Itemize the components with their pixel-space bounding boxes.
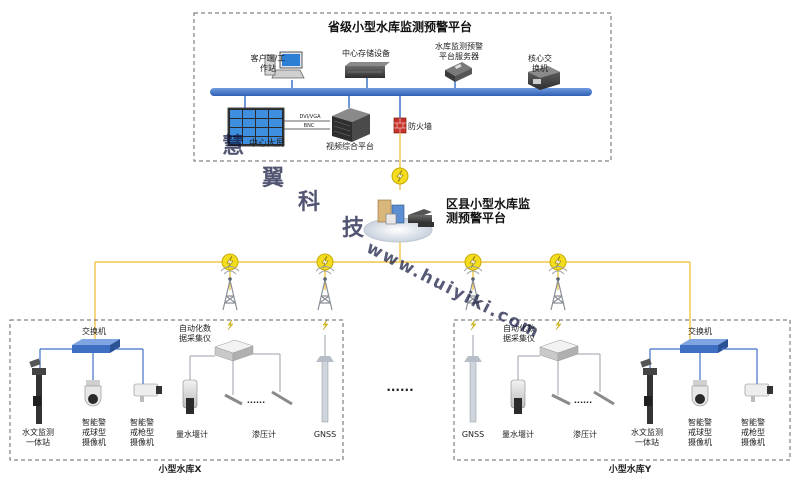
reservoir-y-switch-label: 交换机 — [688, 327, 712, 336]
watermark-char: 技 — [342, 215, 367, 241]
reservoir-x-name: 小型水库X — [158, 465, 202, 475]
reservoir-x-dome-camera-label: 智能警 戒球型 摄像机 — [82, 418, 106, 447]
reservoir-x-piezometer-label: 渗压计 — [252, 430, 276, 439]
video-platform-label: 视频综合平台 — [326, 142, 374, 151]
reservoir-y-bullet-camera-icon — [744, 383, 773, 402]
monitoring-server-icon — [445, 62, 472, 82]
reservoir-y-dome-camera-icon — [691, 380, 709, 407]
watermark-char: 慧 — [222, 133, 247, 159]
reservoir-x-hydrology-station-icon — [29, 358, 46, 424]
wireless-signal-icon — [555, 319, 562, 331]
lightning-icon — [549, 253, 567, 271]
reservoir-y-hydrology-station-icon — [640, 358, 657, 424]
reservoir-y-hydrology-label: 水文监测 一体站 — [631, 428, 663, 447]
lightning-icon — [464, 253, 482, 271]
reservoir-y-data-logger-icon — [539, 339, 579, 362]
reservoir-y-piezometer-icon — [551, 390, 615, 406]
core-switch-label: 核心交 换机 — [528, 54, 552, 73]
reservoir-x-data-logger-label: 自动化数 据采集仪 — [179, 324, 211, 343]
dvi-vga-label: DVI/VGA — [299, 114, 321, 120]
provincial-platform-boundary — [193, 12, 612, 162]
reservoir-y-weir-gauge-icon — [510, 379, 526, 414]
reservoir-y-sensor-dots: ...... — [573, 396, 593, 405]
reservoir-y-gnss-icon — [464, 356, 482, 423]
video-platform-icon — [332, 108, 370, 142]
reservoir-y-dome-camera-label: 智能警 戒球型 摄像机 — [688, 418, 712, 447]
firewall-icon — [393, 117, 407, 134]
wireless-signal-icon — [227, 319, 234, 331]
firewall-label: 防火墙 — [408, 122, 432, 131]
reservoir-y-piezometer-label: 渗压计 — [573, 430, 597, 439]
reservoir-x-piezometer-icon — [224, 390, 293, 406]
bnc-label: BNC — [303, 123, 315, 129]
core-switch-icon — [528, 66, 560, 90]
lightning-icon — [316, 253, 334, 271]
provincial-network-bus — [210, 88, 592, 96]
reservoir-y-bullet-camera-label: 智能警 戒枪型 摄像机 — [741, 418, 765, 447]
provincial-platform-title: 省级小型水库监测预警平台 — [327, 20, 472, 34]
client-workstation-icon — [264, 51, 305, 79]
reservoir-y-weir-gauge-label: 量水堰计 — [502, 430, 534, 439]
big-screen-wall-icon — [227, 107, 285, 147]
reservoir-x-weir-gauge-label: 量水堰计 — [176, 430, 208, 439]
reservoir-x-sensor-dots: ...... — [246, 396, 266, 405]
reservoir-x-gnss-icon — [316, 356, 334, 423]
reservoir-x-boundary — [9, 319, 344, 461]
reservoir-y-gnss-label: GNSS — [461, 430, 485, 439]
county-platform-icon — [363, 199, 434, 243]
central-storage-icon — [345, 62, 390, 78]
central-storage-label: 中心存储设备 — [342, 49, 390, 58]
reservoir-x-hydrology-label: 水文监测 一体站 — [22, 428, 54, 447]
lightning-icon — [391, 167, 409, 185]
reservoir-y-switch-icon — [680, 339, 728, 353]
watermark-char: 科 — [298, 189, 323, 215]
between-reservoirs-ellipsis: ...... — [386, 380, 414, 394]
reservoir-y-boundary — [453, 319, 791, 461]
monitoring-server-label: 水库监测预警 平台服务器 — [435, 42, 483, 61]
reservoir-x-gnss-label: GNSS — [313, 430, 337, 439]
wireless-signal-icon — [322, 319, 329, 331]
client-workstation-label: 客户端/工 作站 — [250, 54, 286, 73]
county-platform-title: 区县小型水库监 测预警平台 — [446, 197, 531, 225]
reservoir-x-switch-icon — [72, 339, 120, 353]
lightning-icon — [221, 253, 239, 271]
watermark-char: 翼 — [262, 165, 287, 191]
reservoir-x-dome-camera-icon — [84, 380, 102, 407]
reservoir-x-bullet-camera-icon — [133, 383, 162, 402]
reservoir-x-weir-gauge-icon — [182, 379, 198, 414]
reservoir-y-data-logger-label: 自动化数 据采集仪 — [503, 324, 535, 343]
reservoir-x-bullet-camera-label: 智能警 戒枪型 摄像机 — [130, 418, 154, 447]
reservoir-x-switch-label: 交换机 — [82, 327, 106, 336]
reservoir-x-data-logger-icon — [214, 339, 254, 362]
wireless-signal-icon — [470, 319, 477, 331]
reservoir-y-name: 小型水库Y — [608, 465, 652, 475]
big-screen-label: 中心大屏 — [248, 139, 285, 149]
